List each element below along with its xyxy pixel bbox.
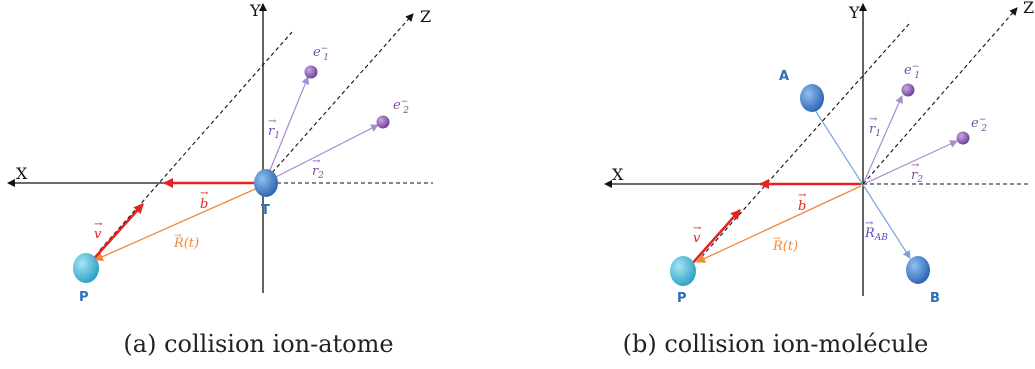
electron-2-label: e−2 (393, 97, 409, 116)
r1-arrow-accent: → (869, 114, 878, 125)
y-axis-label: Y (848, 3, 860, 22)
x-axis-label: X (16, 164, 28, 183)
electron-1 (901, 83, 915, 97)
atom-b (906, 256, 930, 284)
r2-label: r2 (312, 164, 324, 181)
atom-a-label: A (779, 69, 789, 84)
r2-label: r2 (911, 168, 923, 185)
atom-b-label: B (930, 291, 940, 306)
panel-a: Y X Z r1 → r2 → e−1 e−2 b → R(t) → v → T… (0, 0, 517, 369)
R-label: R(t) (173, 236, 199, 251)
caption-b: (b) collision ion-molécule (622, 330, 929, 358)
r1-arrow-accent: → (268, 116, 277, 127)
z-axis-label: Z (1023, 0, 1034, 17)
projectile-label: P (79, 290, 89, 305)
b-label: b (200, 197, 208, 212)
R-vector (696, 185, 862, 263)
v-label: v (94, 227, 102, 242)
parallel-z-line (696, 23, 910, 263)
electron-1-label: e−1 (904, 62, 920, 81)
projectile (670, 256, 696, 286)
electron-1-label: e−1 (313, 44, 329, 63)
y-axis-label: Y (249, 1, 261, 20)
rab-arrow-accent: → (865, 218, 874, 229)
R-arrow-accent: → (773, 234, 781, 244)
R-vector (94, 185, 263, 261)
diagram-a: Y X Z r1 → r2 → e−1 e−2 b → R(t) → v → T… (7, 1, 433, 305)
target-atom (254, 169, 278, 197)
diagram-b: Y X Z RAB → r1 → r2 → e−1 e−2 b → R(t) →… (604, 0, 1034, 306)
rab-label: RAB (864, 226, 888, 243)
v-vector (89, 203, 144, 264)
r1-vector (265, 76, 310, 181)
v-vector (690, 209, 741, 266)
z-axis-label: Z (420, 7, 431, 26)
v-label: v (693, 231, 701, 246)
rab-vector (814, 109, 911, 259)
z-axis (262, 13, 414, 184)
R-label: R(t) (772, 239, 798, 254)
panel-b: Y X Z RAB → r1 → r2 → e−1 e−2 b → R(t) →… (517, 0, 1034, 369)
r2-arrow-accent: → (312, 156, 321, 167)
r1-vector (863, 95, 903, 183)
electron-2 (956, 131, 970, 145)
r1-label: r1 (268, 124, 280, 141)
r1-label: r1 (869, 122, 881, 139)
v-arrow-accent: → (94, 219, 103, 230)
r2-vector (865, 140, 958, 184)
b-label: b (798, 199, 806, 214)
projectile-label: P (677, 291, 687, 306)
v-arrow-accent: → (693, 223, 702, 234)
R-arrow-accent: → (174, 231, 182, 241)
projectile (73, 253, 99, 283)
x-axis-label: X (612, 165, 624, 184)
caption-a: (a) collision ion-atome (123, 330, 394, 358)
electron-1 (304, 65, 318, 79)
electron-2-label: e−2 (971, 115, 987, 134)
z-axis (862, 7, 1018, 185)
target-label: T (261, 203, 270, 218)
b-arrow-accent: → (798, 190, 807, 201)
atom-a (800, 84, 824, 112)
r2-arrow-accent: → (911, 160, 920, 171)
r2-vector (267, 124, 379, 182)
b-arrow-accent: → (200, 188, 209, 199)
electron-2 (376, 115, 390, 129)
